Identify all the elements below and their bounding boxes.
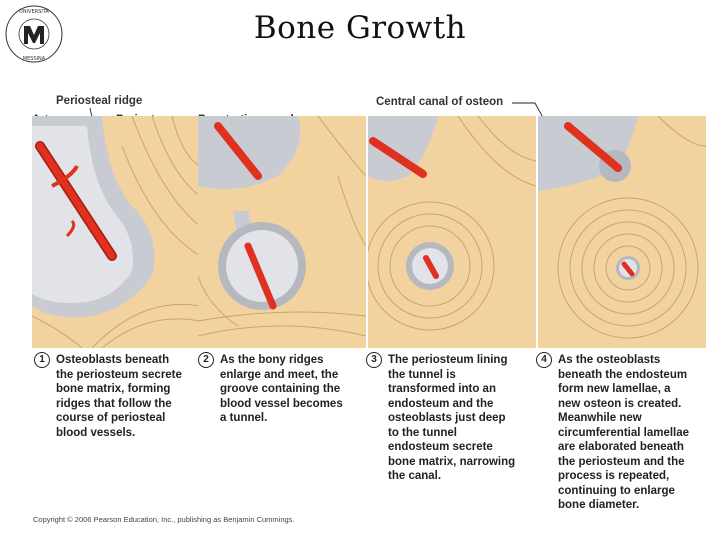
step-3-text: The periosteum lining the tunnel is tran…	[388, 353, 516, 484]
step-4-text: As the osteoblasts beneath the endosteum…	[558, 353, 696, 513]
panel-step-4	[538, 116, 706, 348]
step-2-number: 2	[198, 352, 214, 368]
copyright-notice: Copyright © 2006 Pearson Education, Inc.…	[33, 515, 295, 524]
step-4: 4 As the osteoblasts beneath the endoste…	[536, 352, 696, 513]
panel-step-2	[198, 116, 366, 348]
step-1: 1 Osteoblasts beneath the periosteum sec…	[34, 352, 184, 440]
panel-step-3	[368, 116, 536, 348]
step-3: 3 The periosteum lining the tunnel is tr…	[366, 352, 516, 484]
step-1-text: Osteoblasts beneath the periosteum secre…	[56, 353, 184, 440]
step-3-number: 3	[366, 352, 382, 368]
panel-step-1	[32, 116, 200, 348]
step-2-text: As the bony ridges enlarge and meet, the…	[220, 353, 348, 426]
step-4-number: 4	[536, 352, 552, 368]
step-1-number: 1	[34, 352, 50, 368]
step-2: 2 As the bony ridges enlarge and meet, t…	[198, 352, 348, 426]
